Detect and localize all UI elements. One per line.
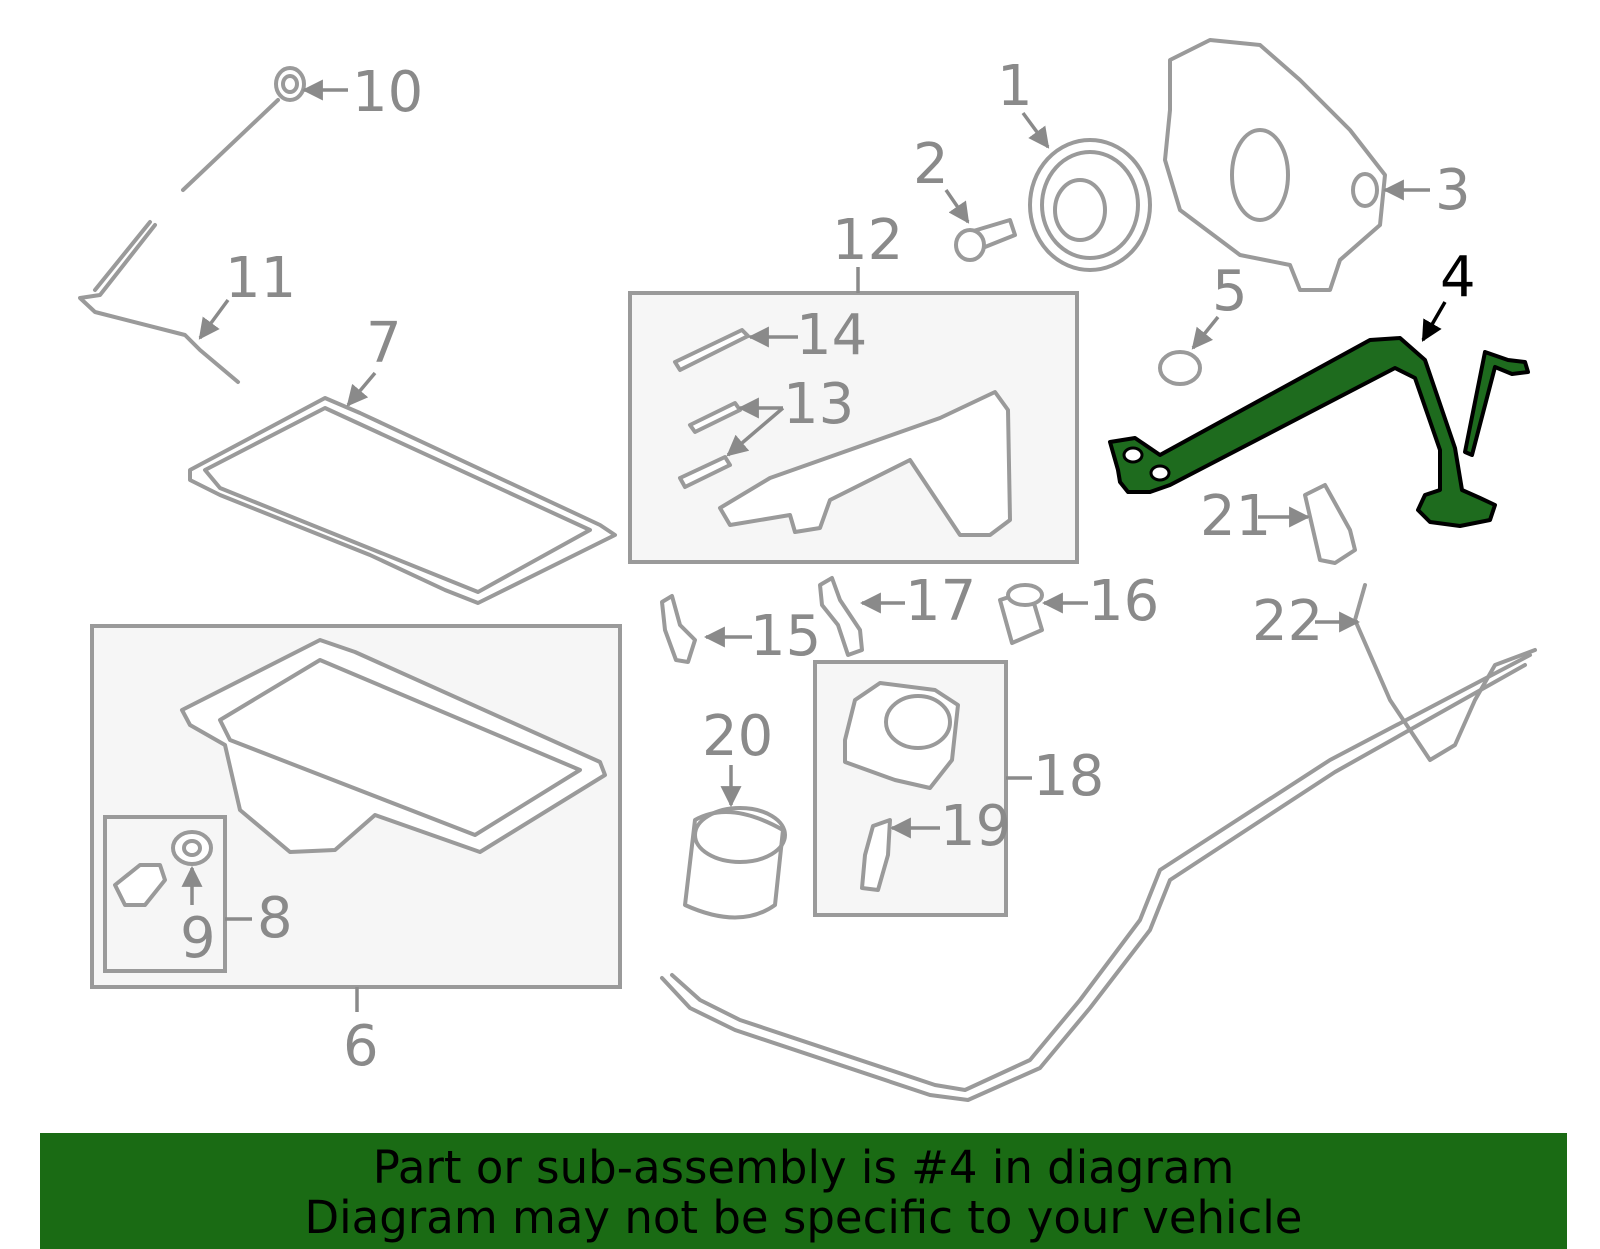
callout-15: 15 [750,604,821,669]
part-20-filter [683,806,787,920]
callout-18: 18 [1033,744,1104,809]
callout-9: 9 [180,906,216,971]
part-4-oil-pickup-tube [1108,336,1530,528]
callout-1: 1 [997,54,1033,119]
part-17-switch [818,576,864,657]
part-21-fitting [1303,483,1357,565]
callout-14: 14 [796,303,867,368]
callout-20: 20 [702,704,773,769]
leader-11 [198,298,230,340]
callout-11: 11 [225,246,296,311]
part-9-washer [171,830,213,866]
banner-line-1: Part or sub-assembly is #4 in diagram [372,1141,1235,1194]
part-22-tube [660,583,1537,1102]
callout-10: 10 [352,60,423,125]
callout-4: 4 [1440,245,1476,310]
part-2-bolt [954,218,1017,262]
part-12-windage-tray [718,390,1012,537]
callout-2: 2 [913,132,949,197]
part-6-oil-pan [180,638,607,854]
info-banner: Part or sub-assembly is #4 in diagram Di… [40,1133,1567,1249]
leader-1 [1021,111,1050,149]
callout-17: 17 [905,569,976,634]
part-18-oil-cooler [843,681,960,790]
group-box-18 [813,660,1008,917]
part-8-drain-plug [113,863,167,907]
callout-8: 8 [257,886,293,951]
callout-19: 19 [940,794,1011,859]
leader-2 [944,189,970,224]
part-3-oil-pump [1163,38,1387,292]
part-13-seals [678,401,742,489]
callout-7: 7 [366,311,402,376]
leader-4 [1421,301,1447,342]
callout-5: 5 [1212,259,1248,324]
part-1-pulley [1028,138,1152,272]
leader-5 [1191,315,1220,350]
part-15-sensor [660,594,697,664]
part-16-fitting [998,583,1044,645]
banner-line-2: Diagram may not be specific to your vehi… [304,1191,1303,1244]
callout-3: 3 [1435,158,1471,223]
callout-16: 16 [1088,569,1159,634]
part-11-dipstick-tube [78,220,240,384]
leader-13b [726,406,785,457]
callout-22: 22 [1252,589,1323,654]
part-7-gasket [188,396,617,605]
callout-13: 13 [783,372,854,437]
part-10-dipstick [181,66,306,192]
part-5-seal [1158,350,1202,386]
callout-12: 12 [832,208,903,273]
leader-7 [346,371,377,407]
callout-21: 21 [1200,484,1271,549]
callout-6: 6 [343,1014,379,1079]
